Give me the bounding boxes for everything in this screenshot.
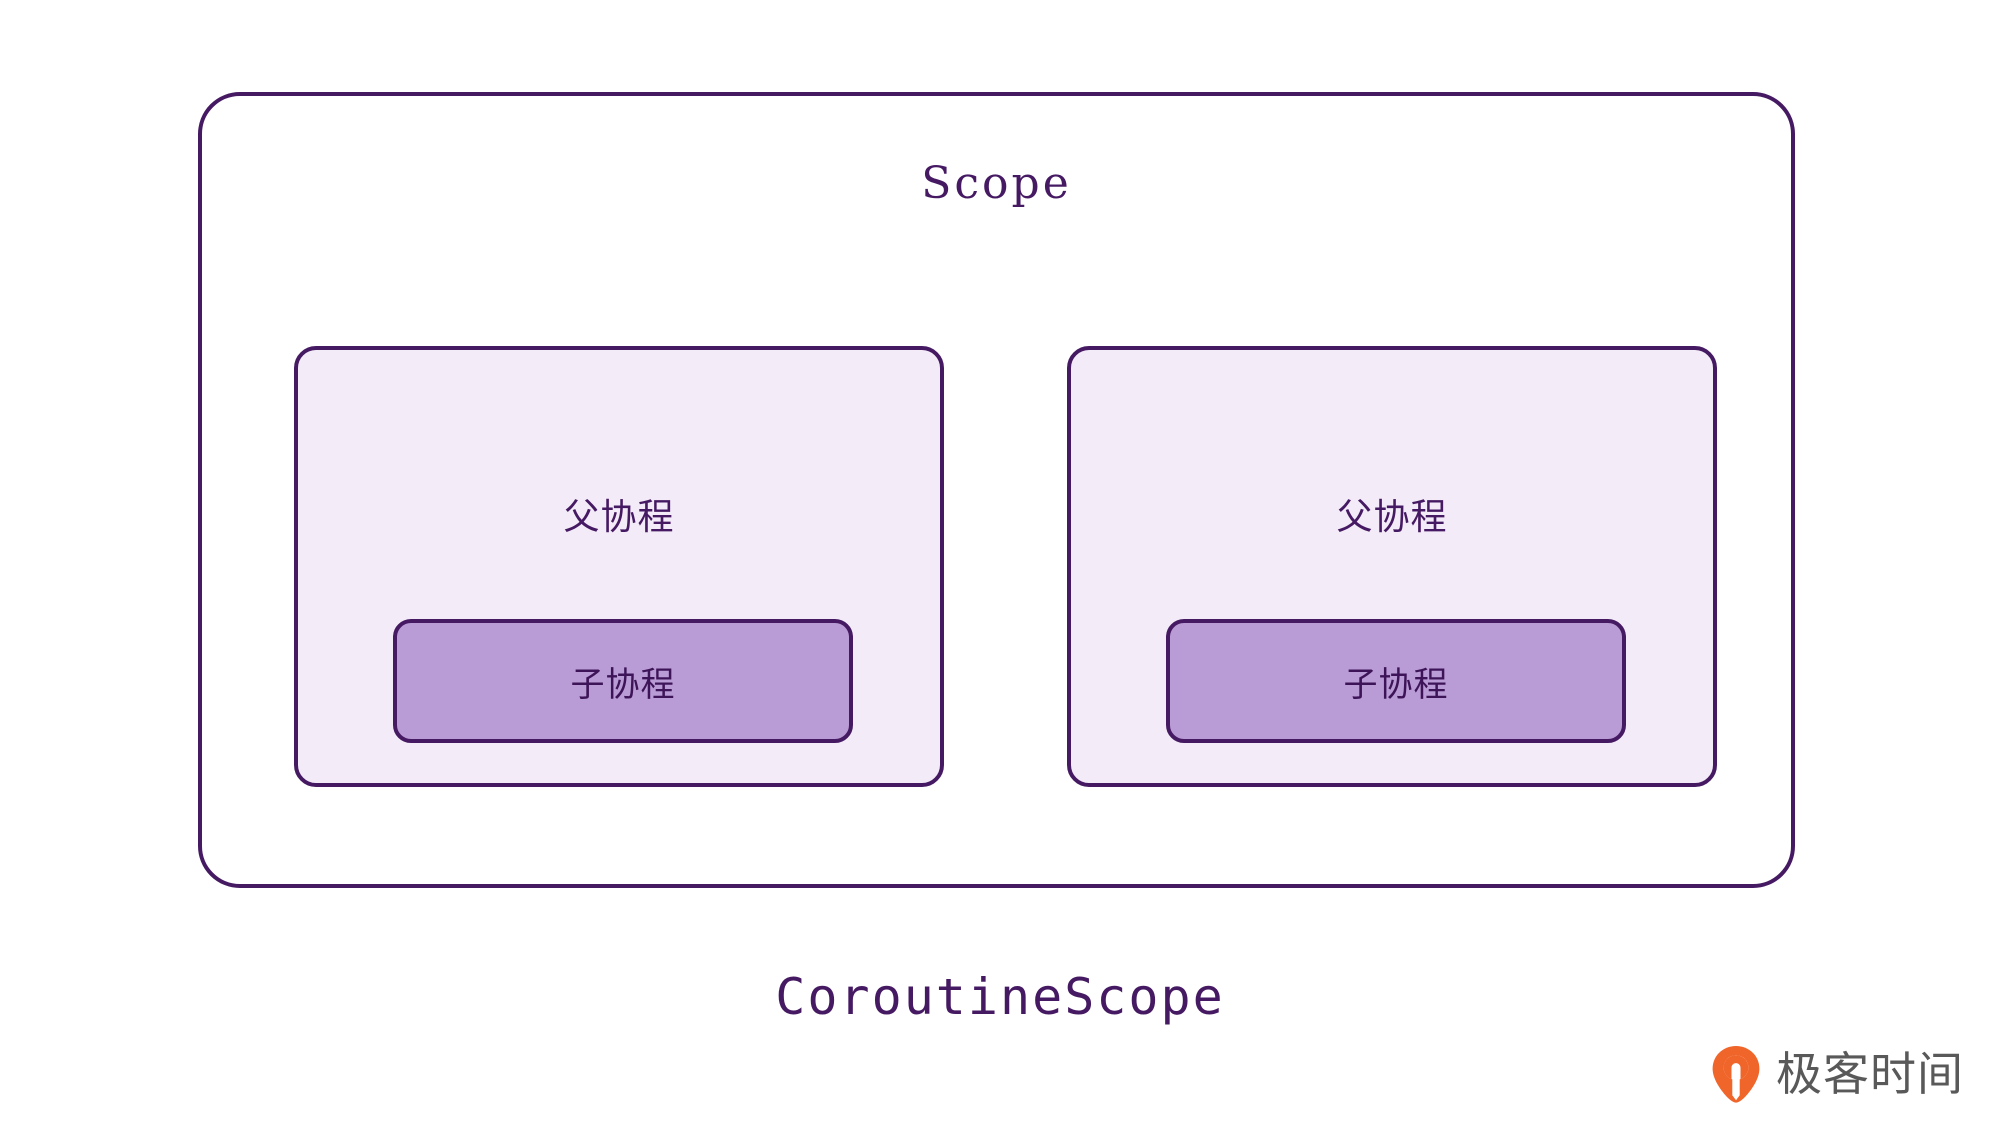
geektime-pin-icon: [1710, 1045, 1762, 1103]
child-coroutine-label-1: 子协程: [570, 664, 676, 705]
parent-coroutine-box-2: 父协程 子协程: [1067, 346, 1717, 787]
geektime-brand-text: 极客时间: [1776, 1047, 1964, 1101]
parent-coroutine-label-1: 父协程: [563, 497, 675, 538]
child-coroutine-box-2: 子协程: [1166, 619, 1626, 743]
scope-title: Scope: [921, 158, 1072, 209]
parent-coroutine-box-1: 父协程 子协程: [294, 346, 944, 787]
child-coroutine-box-1: 子协程: [393, 619, 853, 743]
child-coroutine-label-2: 子协程: [1343, 664, 1449, 705]
geektime-watermark: 极客时间: [1710, 1045, 1964, 1103]
scope-container: Scope 父协程 子协程 父协程 子协程: [198, 92, 1795, 888]
parent-coroutine-label-2: 父协程: [1336, 497, 1448, 538]
diagram-caption: CoroutineScope: [775, 968, 1225, 1026]
